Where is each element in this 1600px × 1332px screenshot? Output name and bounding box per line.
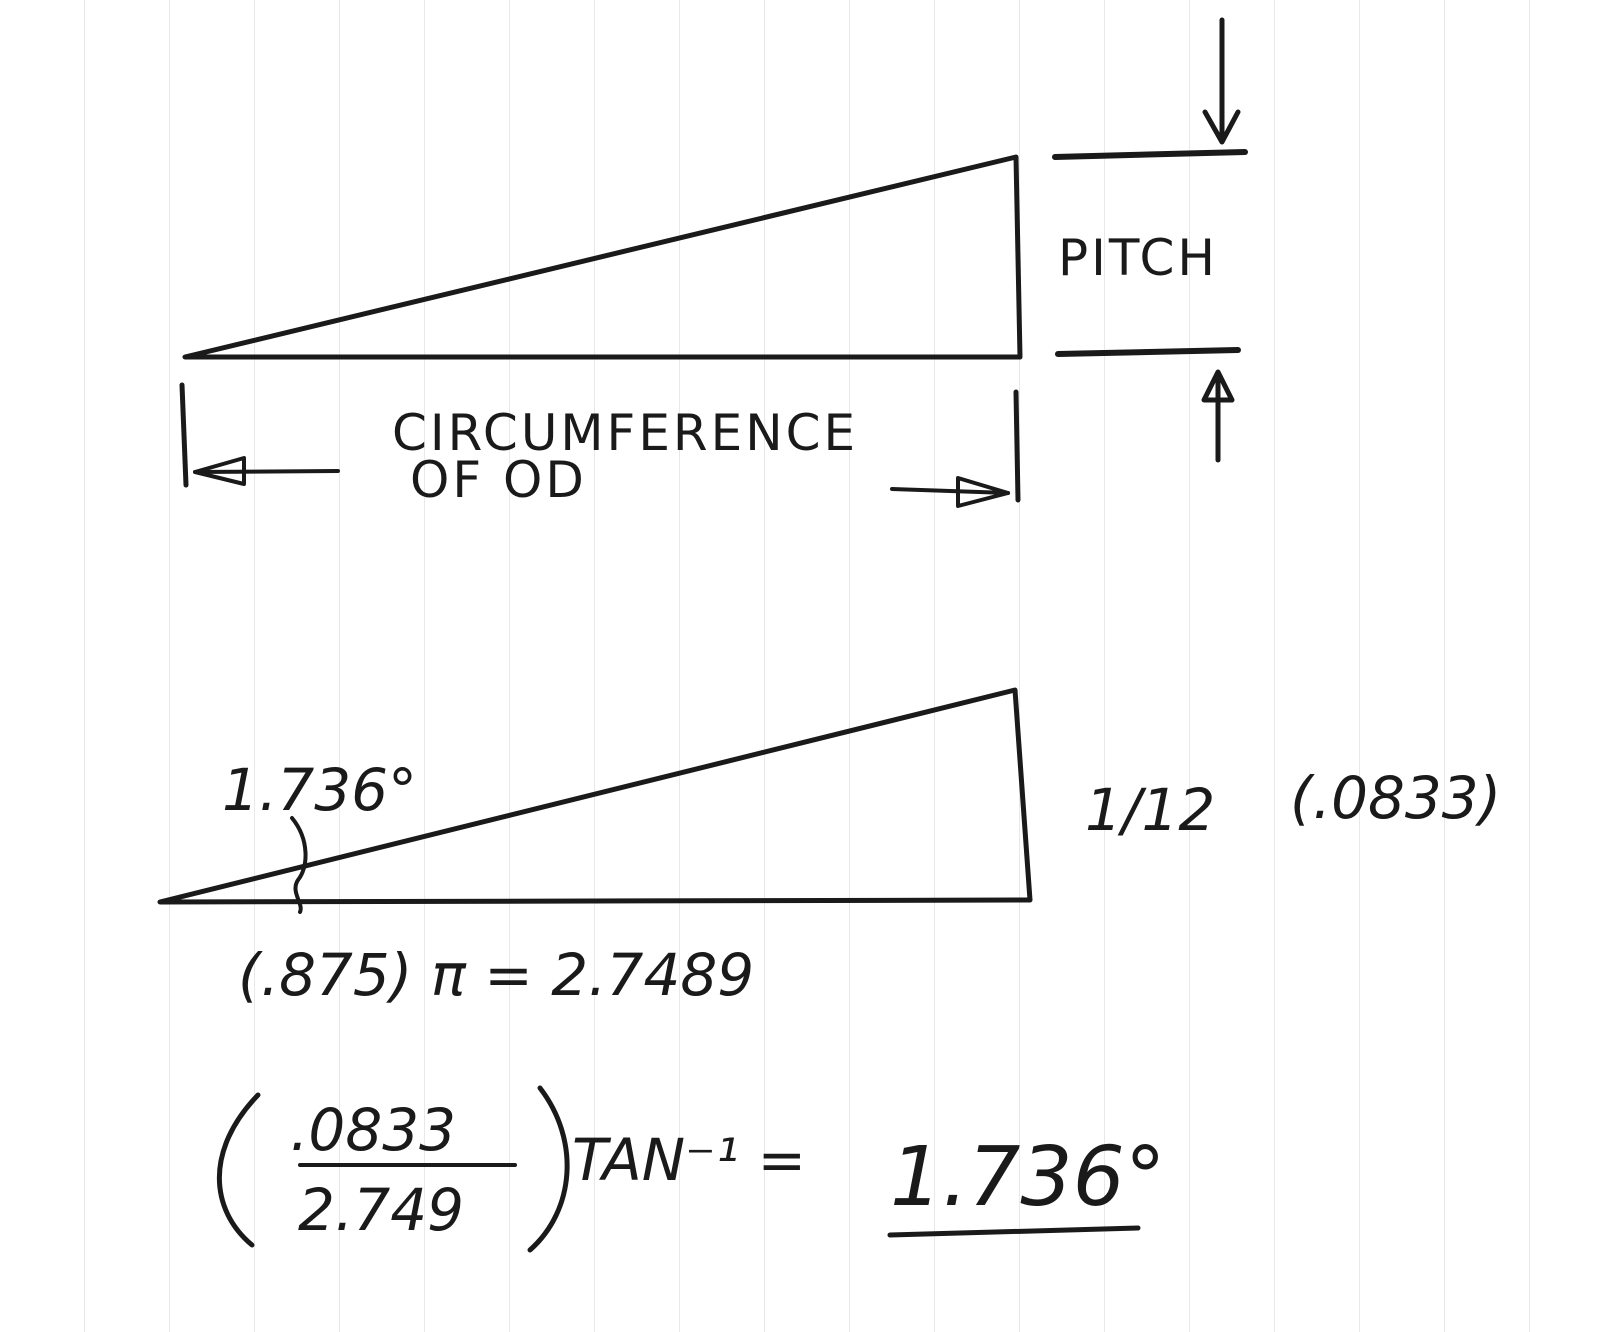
fraction-numerator: .0833	[290, 1096, 456, 1164]
circumference-label-line1: CIRCUMFERENCE	[392, 404, 858, 462]
circumference-calculation: (.875) π = 2.7489	[238, 941, 754, 1009]
fraction-denominator: 2.749	[298, 1176, 464, 1244]
bottom-triangle	[157, 687, 1033, 914]
rise-decimal-label: (.0833)	[1290, 764, 1501, 832]
rise-label: 1/12	[1085, 776, 1215, 844]
circumference-dimension: CIRCUMFERENCE OF OD	[179, 382, 1021, 509]
top-triangle	[182, 154, 1023, 360]
pitch-dimension: PITCH	[1052, 17, 1248, 463]
pitch-label: PITCH	[1058, 229, 1218, 287]
result: 1.736°	[887, 1130, 1166, 1238]
arctan-formula: .0833 2.749 TAN⁻¹ =	[216, 1085, 806, 1253]
circumference-label-line2: OF OD	[410, 451, 587, 509]
angle-label: 1.736°	[222, 756, 417, 824]
arctan-operator: TAN⁻¹ =	[572, 1126, 806, 1194]
result-value: 1.736°	[890, 1130, 1166, 1225]
